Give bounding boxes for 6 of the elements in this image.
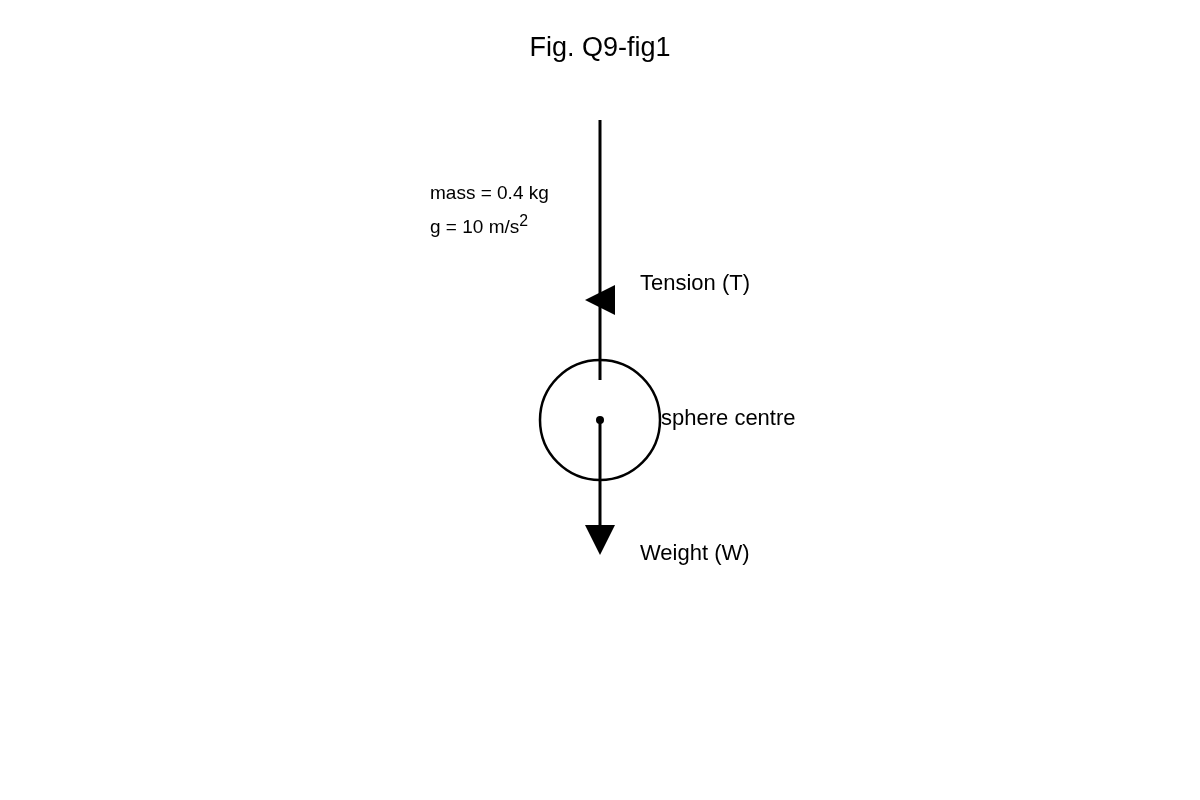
figure-title: Fig. Q9-fig1 <box>528 32 672 63</box>
given-value: mass = 0.4 kg <box>430 182 549 204</box>
point-label: sphere centre <box>661 405 796 431</box>
force-label: Tension (T) <box>640 270 751 296</box>
given-value: g = 10 m/s$^{2}$ <box>430 212 529 239</box>
force-label: Weight (W) <box>640 540 750 566</box>
